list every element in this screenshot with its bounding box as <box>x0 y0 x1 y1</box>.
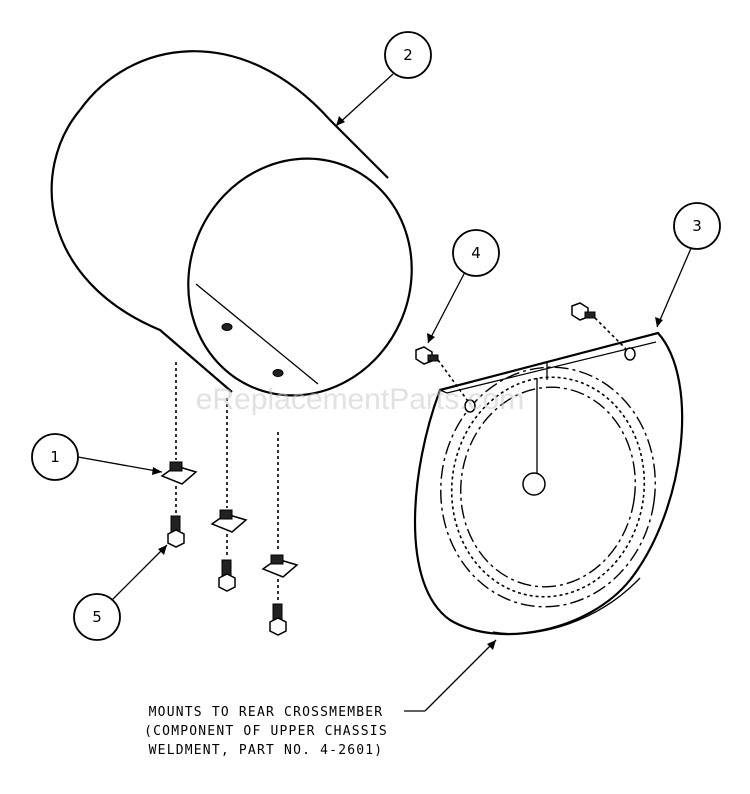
callout-2: 2 <box>384 31 432 79</box>
svg-text:1: 1 <box>50 448 60 466</box>
callout-5: 5 <box>73 593 121 641</box>
note-line-2: (COMPONENT OF UPPER CHASSIS <box>144 724 388 739</box>
flange-plate-part <box>414 331 684 636</box>
screws <box>167 486 287 636</box>
callout-4: 4 <box>452 229 500 277</box>
note-line-1: MOUNTS TO REAR CROSSMEMBER <box>149 705 384 720</box>
clip-nuts <box>160 362 299 578</box>
svg-text:3: 3 <box>692 217 702 235</box>
note-line-3: WELDMENT, PART NO. 4-2601) <box>149 743 384 758</box>
callout-1: 1 <box>31 433 79 481</box>
svg-text:2: 2 <box>403 46 413 64</box>
callout-3: 3 <box>673 202 721 250</box>
tube-part <box>50 50 413 397</box>
mounting-note: MOUNTS TO REAR CROSSMEMBER (COMPONENT OF… <box>144 705 388 758</box>
flange-bolts <box>415 302 628 405</box>
watermark: eReplacementParts.com <box>196 383 524 416</box>
svg-text:5: 5 <box>92 608 102 626</box>
svg-text:4: 4 <box>471 244 481 262</box>
leader-lines <box>77 73 693 712</box>
